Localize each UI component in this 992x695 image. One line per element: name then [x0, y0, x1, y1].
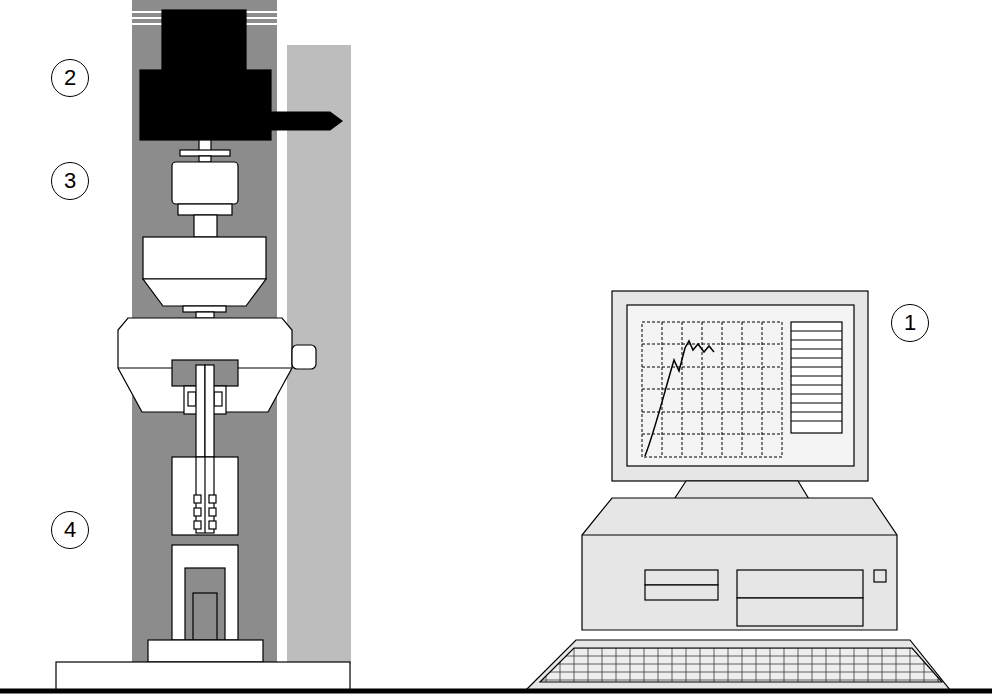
grip-teeth: [194, 495, 216, 529]
chart-grid: [642, 322, 782, 457]
position-pointer: [270, 112, 342, 130]
callout-circle: 1: [891, 304, 929, 342]
callout-number: 3: [64, 170, 76, 192]
power-button: [874, 570, 886, 582]
drive-slot: [737, 598, 863, 626]
lower-grip-mount: [172, 545, 238, 640]
callout-circle: 2: [51, 59, 89, 97]
shaft: [196, 312, 214, 318]
adapter-taper: [143, 279, 266, 306]
grip-knob: [292, 345, 316, 369]
frame-column: [287, 45, 351, 664]
screen: [627, 305, 854, 466]
shaft: [199, 156, 211, 162]
ground-line: [0, 689, 992, 694]
callout-circle: 4: [51, 511, 89, 549]
drive-slot: [645, 570, 718, 585]
table-rows: [791, 331, 842, 421]
lower-grip: [172, 457, 238, 535]
keyboard: [526, 640, 950, 690]
drive-head: [162, 10, 246, 72]
keys: [540, 648, 942, 682]
base-plate: [148, 640, 263, 662]
callout-number: 1: [904, 312, 916, 334]
force-curve: [645, 341, 714, 456]
result-table: [791, 322, 842, 433]
flange: [183, 306, 226, 312]
machine-base: [56, 662, 350, 690]
mount-slot: [185, 568, 225, 640]
load-cell-base: [178, 204, 232, 215]
drive-slot: [737, 570, 863, 598]
monitor: [612, 291, 868, 481]
callout-number: 4: [64, 519, 76, 541]
adapter: [194, 215, 217, 237]
load-cell: [172, 162, 238, 204]
mount-pin: [193, 593, 217, 640]
crosshead: [140, 70, 271, 140]
adapter-block: [143, 237, 266, 279]
callout-circle: 3: [51, 162, 89, 200]
flange: [180, 150, 230, 156]
callout-number: 2: [64, 67, 76, 89]
computer-case: [582, 498, 897, 630]
drive-slot: [645, 585, 718, 600]
